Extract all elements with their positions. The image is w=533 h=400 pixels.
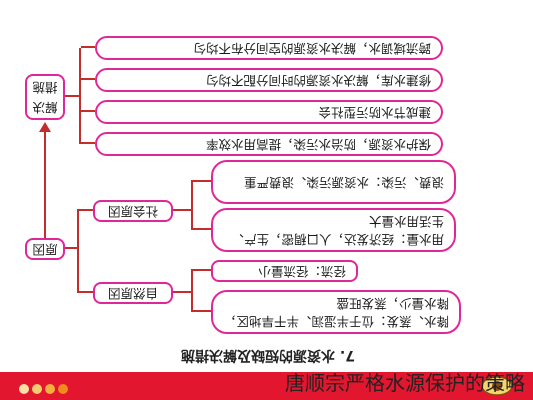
dot-strip-icon xyxy=(8,378,68,394)
category-causes: 原因 xyxy=(25,238,65,260)
connector xyxy=(173,209,193,211)
connector xyxy=(79,209,93,211)
header-bar xyxy=(0,370,533,400)
category-measures: 解决措施 xyxy=(25,74,65,120)
connector xyxy=(81,46,95,48)
connector xyxy=(77,209,79,293)
connector xyxy=(81,78,95,80)
connector xyxy=(65,247,79,249)
measure-item-4: 跨流域调水，解决水资源的空间分布不均匀 xyxy=(95,36,443,60)
image-caption: 唐顺宗严格水源保护的策略 xyxy=(285,371,525,395)
connector xyxy=(81,110,95,112)
measure-item-1: 保护水资源，防治水污染，提高用水效率 xyxy=(95,132,443,156)
cause-item-water-usage: 用水量：经济发达，人口稠密，生产、生活用水量大 xyxy=(211,208,456,252)
eye-logo-icon xyxy=(481,376,513,396)
arrow-shaft xyxy=(44,130,46,238)
connector xyxy=(193,180,211,182)
arrow-head-icon xyxy=(39,122,51,132)
cause-item-precipitation: 降水、蒸发：位于半湿润、半干旱地区，降水量少，蒸发旺盛 xyxy=(211,290,461,334)
connector xyxy=(193,310,211,312)
connector xyxy=(193,269,211,271)
connector xyxy=(79,291,93,293)
connector xyxy=(65,95,81,97)
connector xyxy=(81,142,95,144)
cause-item-pollution: 浪费、污染：水资源污染、浪费严重 xyxy=(211,160,456,204)
cause-group-social: 社会原因 xyxy=(93,200,173,222)
connector xyxy=(193,228,211,230)
measure-item-3: 修建水库，解决水资源的时间分配不均匀 xyxy=(95,68,443,92)
cause-item-runoff: 径流：径流量小 xyxy=(211,260,358,282)
measure-item-2: 建成节水防污型社会 xyxy=(95,100,443,124)
diagram-title: 7. 水资源的短缺及解决措施 xyxy=(181,347,355,363)
connector xyxy=(191,180,193,230)
cause-group-natural: 自然原因 xyxy=(93,282,173,304)
connector xyxy=(173,291,193,293)
